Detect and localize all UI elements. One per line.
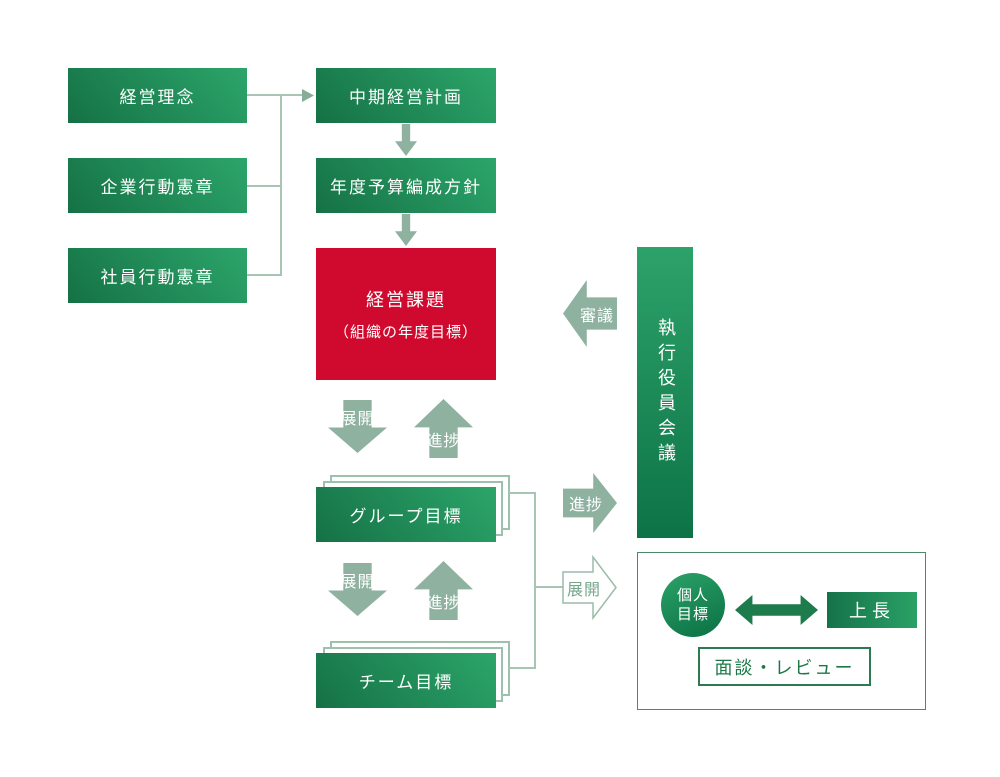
deliberation-arrow: 審議	[563, 280, 617, 347]
outline-arrow-icon	[562, 555, 617, 620]
employee-conduct-charter-box: 社員行動憲章	[68, 248, 247, 303]
corporate-conduct-charter-box: 企業行動憲章	[68, 158, 247, 213]
down-arrow-icon	[395, 124, 417, 156]
team-goal-box: チーム目標	[316, 653, 496, 708]
deliberation-label: 審議	[579, 305, 614, 325]
connector-line	[509, 492, 535, 494]
arrowhead-icon	[302, 89, 314, 102]
deploy-label: 展開	[567, 579, 602, 599]
connector-line	[280, 94, 282, 276]
deploy-label: 展開	[340, 572, 375, 591]
midterm-plan-label: 中期経営計画	[349, 88, 463, 108]
connector-line	[534, 492, 536, 669]
progress-right-arrow: 進捗	[563, 473, 617, 533]
individual-goal-line1: 個人	[676, 585, 709, 604]
connector-line	[247, 94, 304, 96]
connector-line	[247, 185, 281, 187]
supervisor-box: 上長	[827, 592, 917, 628]
executive-meeting-label: 執行役員会議	[655, 317, 676, 468]
executive-meeting-box: 執行役員会議	[637, 247, 693, 538]
deploy-down-arrow: 展開	[328, 563, 387, 616]
management-issue-subtitle: （組織の年度目標）	[333, 323, 478, 341]
progress-up-arrow: 進捗	[414, 399, 473, 458]
connector-line	[534, 586, 563, 588]
management-issue-title: 経営課題	[366, 290, 446, 311]
group-goal-label: グループ目標	[349, 507, 463, 527]
budget-policy-box: 年度予算編成方針	[316, 158, 496, 213]
individual-goal-line2: 目標	[676, 605, 709, 623]
progress-up-arrow: 進捗	[414, 561, 473, 620]
progress-label: 進捗	[426, 593, 461, 612]
progress-label: 進捗	[569, 495, 604, 514]
management-philosophy-label: 経営理念	[119, 88, 196, 108]
midterm-plan-box: 中期経営計画	[316, 68, 496, 123]
team-goal-label: チーム目標	[358, 673, 454, 693]
connector-line	[509, 667, 535, 669]
group-goal-box: グループ目標	[316, 487, 496, 542]
supervisor-label: 上長	[849, 601, 895, 622]
management-issue-box: 経営課題 （組織の年度目標）	[316, 248, 496, 380]
deploy-label: 展開	[340, 409, 375, 428]
corporate-conduct-charter-label: 企業行動憲章	[100, 178, 215, 198]
individual-goal-circle: 個人 目標	[661, 573, 725, 637]
interview-review-box: 面談・レビュー	[698, 647, 871, 686]
deploy-down-arrow: 展開	[328, 400, 387, 453]
budget-policy-label: 年度予算編成方針	[330, 178, 482, 198]
deploy-right-outline-arrow: 展開	[562, 555, 618, 620]
management-philosophy-box: 経営理念	[68, 68, 247, 123]
employee-conduct-charter-label: 社員行動憲章	[100, 268, 215, 288]
connector-line	[247, 274, 281, 276]
down-arrow-icon	[395, 214, 417, 246]
interview-review-label: 面談・レビュー	[714, 657, 855, 679]
progress-label: 進捗	[426, 431, 461, 450]
